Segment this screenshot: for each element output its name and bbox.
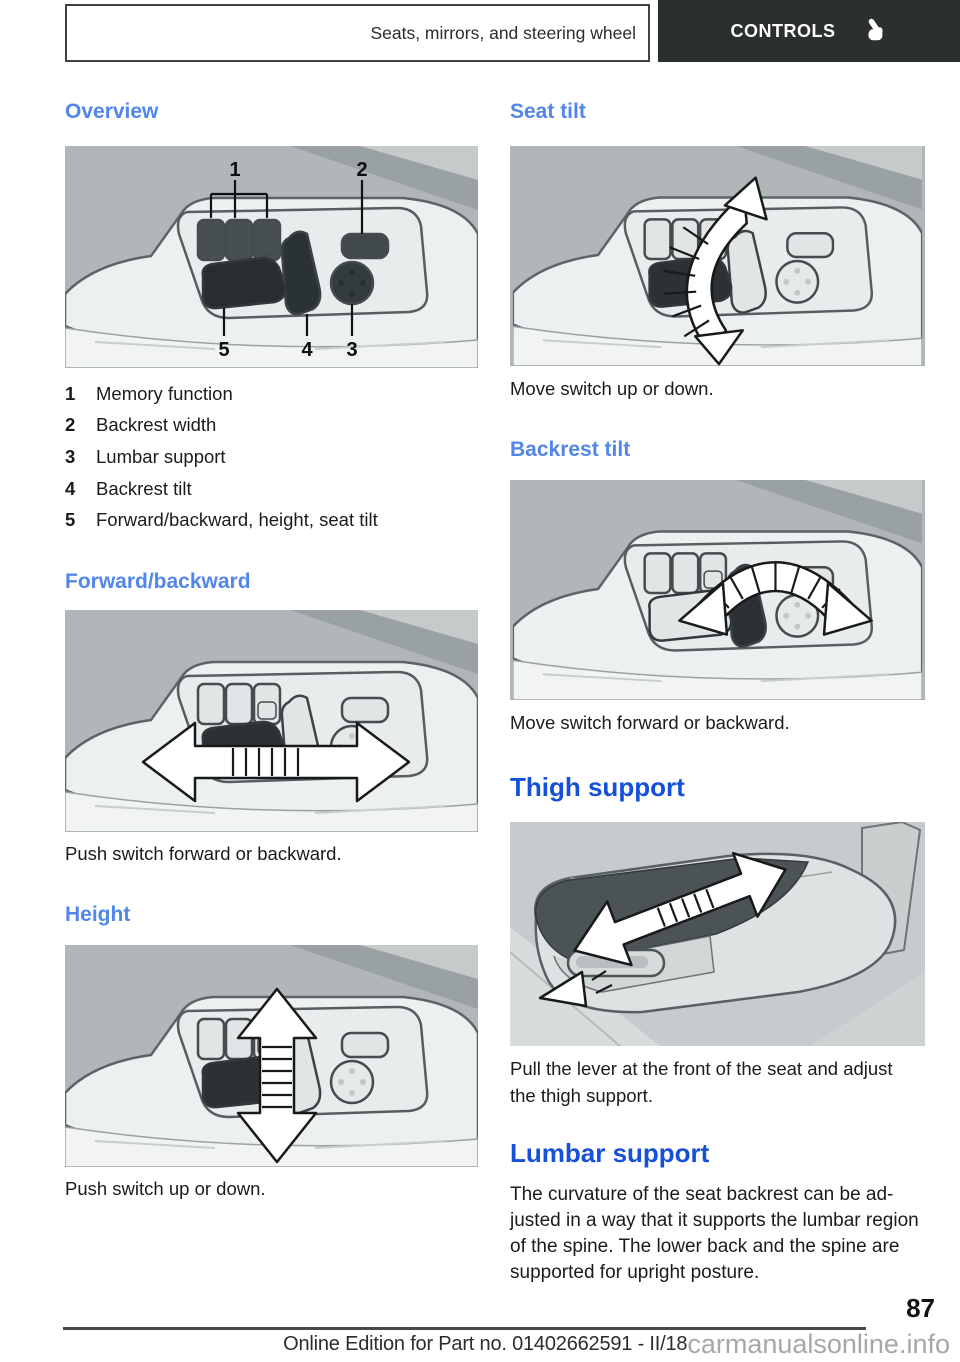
svg-text:5: 5 <box>218 339 229 361</box>
list-item: 1 Memory function <box>65 382 233 404</box>
left-right-arrow-icon <box>141 721 411 803</box>
svg-text:1: 1 <box>229 159 240 181</box>
footer-rule <box>63 1327 866 1330</box>
overview-figure: 1 2 5 4 3 <box>65 146 478 368</box>
thigh-support-figure <box>510 822 925 1046</box>
svg-text:4: 4 <box>301 339 313 361</box>
list-item: 4 Backrest tilt <box>65 477 192 499</box>
backrest-tilt-heading: Backrest tilt <box>510 438 631 461</box>
seat-tilt-caption: Move switch up or down. <box>510 378 714 399</box>
forward-backward-heading: Forward/backward <box>65 570 251 593</box>
seat-tilt-heading: Seat tilt <box>510 100 586 123</box>
backrest-tilt-figure <box>510 480 925 700</box>
overview-legend-list: 1 Memory function 2 Backrest width 3 Lum… <box>65 378 478 536</box>
svg-text:2: 2 <box>356 159 367 181</box>
svg-text:3: 3 <box>346 339 357 361</box>
header-chapter-box: Seats, mirrors, and steering wheel <box>65 4 650 62</box>
footer-row: Online Edition for Part no. 01402662591 … <box>283 1331 950 1358</box>
lumbar-support-paragraph: The curvature of the seat backrest can b… <box>510 1184 919 1283</box>
height-caption: Push switch up or down. <box>65 1178 266 1199</box>
diagonal-double-arrow-icon <box>573 851 787 967</box>
callout-4: 4 <box>301 314 313 361</box>
chapter-title: Seats, mirrors, and steering wheel <box>370 22 636 43</box>
tilt-forward-backward-arrow-icon <box>678 561 873 636</box>
lumbar-support-heading: Lumbar support <box>510 1138 710 1168</box>
up-down-arrow-icon <box>236 987 318 1164</box>
callout-3: 3 <box>346 304 358 361</box>
seat-tilt-figure <box>510 146 925 366</box>
thigh-support-caption: Pull the lever at the front of the seat … <box>510 1058 893 1106</box>
forward-backward-figure <box>65 610 478 832</box>
edition-note: Online Edition for Part no. 01402662591 … <box>283 1333 688 1355</box>
page-number: 87 <box>906 1293 935 1323</box>
height-figure <box>65 945 478 1167</box>
callout-5: 5 <box>218 308 230 361</box>
forward-backward-caption: Push switch forward or backward. <box>65 843 342 864</box>
callout-2: 2 <box>356 159 368 234</box>
list-item: 2 Backrest width <box>65 414 217 436</box>
list-item: 5 Forward/backward, height, seat tilt <box>65 509 378 531</box>
tilt-up-down-arrow-icon <box>663 176 768 366</box>
watermark: carmanualsonline.info <box>687 1329 950 1359</box>
list-item: 3 Lumbar support <box>65 445 226 467</box>
controls-tab-label: CONTROLS <box>730 20 836 41</box>
thigh-support-heading: Thigh support <box>510 772 685 802</box>
controls-tab: CONTROLS <box>658 0 960 62</box>
callout-1: 1 <box>209 159 269 218</box>
lever-pull-arrow-icon <box>538 970 613 1008</box>
height-heading: Height <box>65 903 131 926</box>
pointing-hand-icon <box>868 18 883 41</box>
overview-heading: Overview <box>65 100 159 123</box>
backrest-tilt-caption: Move switch forward or backward. <box>510 712 790 733</box>
